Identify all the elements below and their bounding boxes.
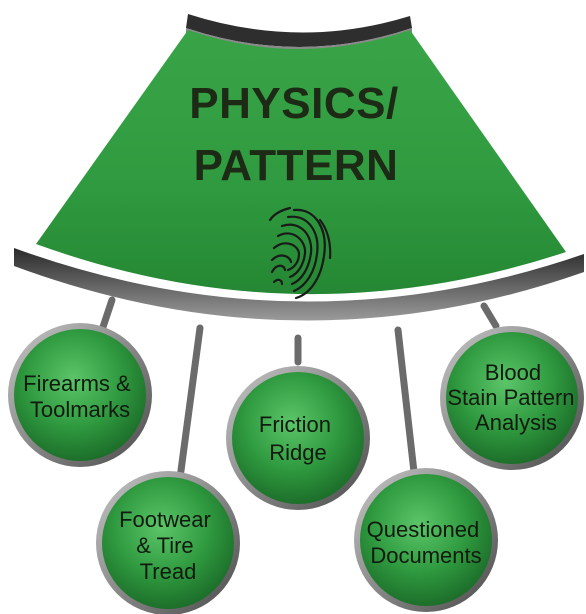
node-circle — [14, 329, 146, 461]
connector-questioned — [394, 326, 418, 476]
title-line-1: PHYSICS/ — [189, 79, 398, 128]
title-line-2: PATTERN — [194, 141, 399, 190]
node-label-line: Questioned — [367, 517, 480, 542]
node-questioned: Questioned Documents — [354, 468, 498, 612]
node-label-line: Firearms & — [23, 371, 131, 396]
node-label-line: Friction — [259, 412, 331, 437]
node-footwear: Footwear & Tire Tread — [96, 471, 240, 614]
svg-text:Footwear & Tire Tr: Footwear & Tire Tread — [119, 507, 217, 584]
node-label-line: Documents — [370, 543, 481, 568]
svg-text:Blood Stain Pattern: Blood Stain Pattern Analysis — [447, 360, 580, 435]
node-blood: Blood Stain Pattern Analysis — [440, 326, 584, 470]
connector-footwear — [176, 324, 204, 482]
connector-blood — [480, 302, 500, 330]
bottom-arc-band — [14, 248, 584, 321]
node-friction: Friction Ridge — [226, 366, 370, 510]
node-label-line: Tread — [140, 559, 197, 584]
node-label-line: Toolmarks — [30, 397, 130, 422]
node-label-line: Analysis — [475, 410, 557, 435]
fingerprint-icon — [268, 206, 332, 300]
header-panel — [36, 30, 566, 295]
node-circle — [446, 332, 578, 464]
svg-text:Firearms & Toolmarks: Firearms & Toolmarks — [23, 371, 137, 422]
node-label-line: Footwear — [119, 507, 211, 532]
svg-text:Questioned Documents: Questioned Documents — [367, 517, 486, 568]
node-label-line: Stain Pattern — [447, 385, 574, 410]
top-arc-band — [186, 14, 412, 47]
svg-text:Friction Ridge: Friction Ridge — [259, 412, 337, 465]
node-circle — [232, 372, 364, 504]
node-label-line: Ridge — [269, 440, 326, 465]
node-label-line: Blood — [485, 360, 541, 385]
node-circle — [360, 474, 492, 606]
node-circle — [102, 477, 234, 609]
node-firearms: Firearms & Toolmarks — [8, 323, 152, 467]
node-label-line: & Tire — [136, 533, 193, 558]
